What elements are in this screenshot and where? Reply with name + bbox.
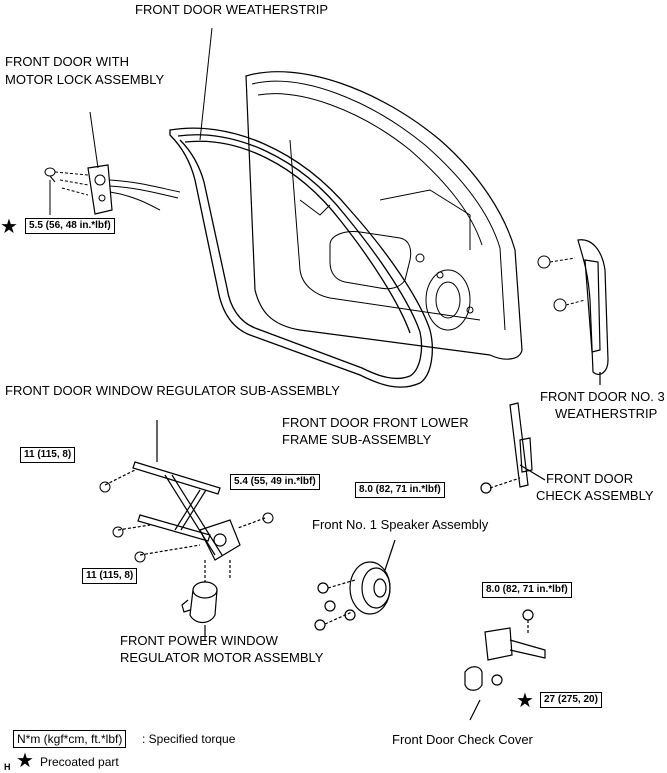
weatherstrip-drawing xyxy=(169,127,433,388)
label-check-assembly-line2: CHECK ASSEMBLY xyxy=(536,488,654,503)
lock-assembly-drawing xyxy=(49,111,181,215)
torque-check-top: 8.0 (82, 71 in.*lbf) xyxy=(482,582,572,598)
torque-regulator-right: 5.4 (55, 49 in.*lbf) xyxy=(230,474,320,490)
legend-precoated-desc: Precoated part xyxy=(40,755,119,769)
label-motor-line1: FRONT POWER WINDOW xyxy=(120,633,278,648)
legend-torque-box: N*m (kgf*cm, ft.*lbf) xyxy=(13,730,127,748)
label-check-cover: Front Door Check Cover xyxy=(392,732,533,747)
no3-weatherstrip-drawing xyxy=(577,239,609,385)
label-lock-assembly-line1: FRONT DOOR WITH xyxy=(5,54,129,69)
label-check-assembly-line1: FRONT DOOR xyxy=(546,471,634,486)
motor-drawing xyxy=(181,560,231,640)
star-icon: ★ xyxy=(0,214,18,238)
bolt-icon xyxy=(44,167,56,183)
leader-weatherstrip xyxy=(199,27,213,141)
star-icon: ★ xyxy=(516,688,534,712)
legend-torque-desc: : Specified torque xyxy=(142,732,236,746)
window-regulator-drawing xyxy=(104,420,266,561)
check-assembly-drawing xyxy=(464,609,546,721)
lower-frame-drawing xyxy=(480,402,546,494)
torque-lock-screw: 5.5 (56, 48 in.*lbf) xyxy=(25,218,115,234)
label-window-regulator: FRONT DOOR WINDOW REGULATOR SUB-ASSEMBLY xyxy=(5,383,340,398)
label-motor-line2: REGULATOR MOTOR ASSEMBLY xyxy=(120,650,324,665)
label-front-door-weatherstrip: FRONT DOOR WEATHERSTRIP xyxy=(135,2,329,17)
clip-icon xyxy=(537,255,586,312)
label-lower-frame-line2: FRAME SUB-ASSEMBLY xyxy=(282,432,432,447)
label-no3-weatherstrip-line1: FRONT DOOR NO. 3 xyxy=(540,389,665,404)
label-lower-frame-line1: FRONT DOOR FRONT LOWER xyxy=(282,415,469,430)
label-no3-weatherstrip-line2: WEATHERSTRIP xyxy=(555,406,658,421)
torque-lower-frame: 8.0 (82, 71 in.*lbf) xyxy=(355,482,445,498)
torque-regulator-bottom: 11 (115, 8) xyxy=(82,568,138,584)
torque-check-bottom: 27 (275, 20) xyxy=(540,692,602,708)
label-speaker: Front No. 1 Speaker Assembly xyxy=(312,517,489,532)
door-panel xyxy=(245,71,523,360)
corner-code: H xyxy=(4,762,11,772)
torque-regulator-top: 11 (115, 8) xyxy=(20,447,76,463)
label-lock-assembly-line2: MOTOR LOCK ASSEMBLY xyxy=(5,72,165,87)
regulator-bolts xyxy=(99,481,274,563)
star-icon: ★ xyxy=(16,748,34,772)
speaker-drawing xyxy=(314,539,396,631)
